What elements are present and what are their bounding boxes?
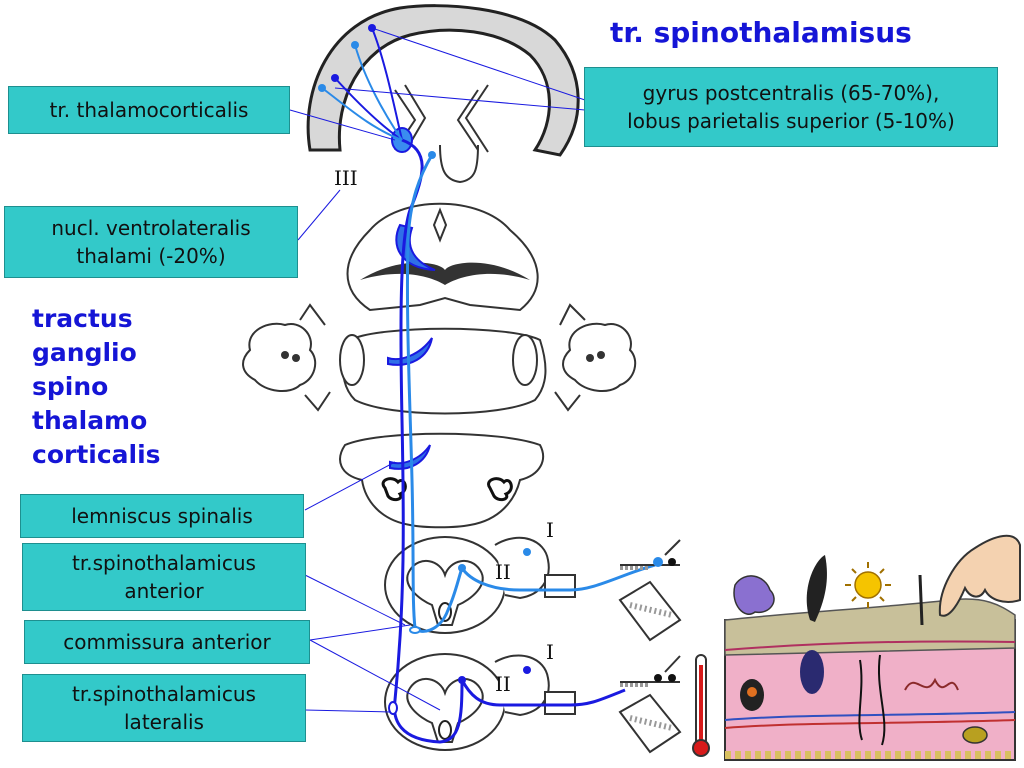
sun-icon xyxy=(845,562,891,608)
label-line: lobus parietalis superior (5-10%) xyxy=(627,109,955,133)
cerebellum-doodle-right xyxy=(554,303,637,412)
label-commissura-anterior: commissura anterior xyxy=(24,620,310,664)
neuron-number-thalamus: III xyxy=(334,166,358,190)
side-title-line: spino xyxy=(32,372,109,401)
neuron-number-upper-horn: II xyxy=(495,560,511,584)
spinal-cord-upper xyxy=(384,536,576,634)
label-line: lateralis xyxy=(124,710,204,734)
label-line: lemniscus spinalis xyxy=(71,504,253,528)
side-title-line: ganglio xyxy=(32,338,137,367)
side-title-line: thalamo xyxy=(32,406,148,435)
receptors xyxy=(618,539,682,754)
pons-section xyxy=(339,327,547,415)
thermometer-icon xyxy=(692,654,710,757)
label-line: commissura anterior xyxy=(63,630,271,654)
label-thalamocorticalis: tr. thalamocorticalis xyxy=(8,86,290,134)
label-line: gyrus postcentralis (65-70%), xyxy=(642,81,940,105)
cerebellum-doodle-left xyxy=(242,303,331,412)
label-nucl-ventrolateralis: nucl. ventrolateralis thalami (-20%) xyxy=(4,206,298,278)
neuron-number-upper-ganglion: I xyxy=(546,518,554,542)
stimuli xyxy=(733,534,1021,626)
label-gyrus-postcentralis: gyrus postcentralis (65-70%), lobus pari… xyxy=(584,67,998,147)
label-spinothalamicus-anterior: tr.spinothalamicus anterior xyxy=(22,543,306,611)
label-line: tr. thalamocorticalis xyxy=(49,98,249,122)
ice-crystal-icon xyxy=(733,575,775,615)
neuron-number-lower-horn: II xyxy=(495,672,511,696)
needle-icon xyxy=(918,574,924,626)
side-title-line: tractus xyxy=(32,304,133,333)
spinal-cord-lower xyxy=(384,653,576,751)
label-line: tr.spinothalamicus xyxy=(72,551,256,575)
diagram-title: tr. spinothalamisus xyxy=(610,16,912,49)
label-lemniscus-spinalis: lemniscus spinalis xyxy=(20,494,304,538)
side-title-line: corticalis xyxy=(32,440,161,469)
feather-icon xyxy=(806,555,827,622)
midbrain-section xyxy=(346,202,539,312)
skin-section xyxy=(724,598,1016,761)
pathway-fibres xyxy=(318,24,656,744)
finger-icon xyxy=(938,534,1021,617)
neuron-number-lower-ganglion: I xyxy=(546,640,554,664)
side-title: tractus ganglio spino thalamo corticalis xyxy=(32,302,161,472)
leader-lines xyxy=(289,27,586,713)
label-line: thalami (-20%) xyxy=(76,244,226,268)
label-line: tr.spinothalamicus xyxy=(72,682,256,706)
label-line: nucl. ventrolateralis xyxy=(51,216,251,240)
label-spinothalamicus-lateralis: tr.spinothalamicus lateralis xyxy=(22,674,306,742)
medulla-section xyxy=(339,432,545,529)
label-line: anterior xyxy=(124,579,204,603)
